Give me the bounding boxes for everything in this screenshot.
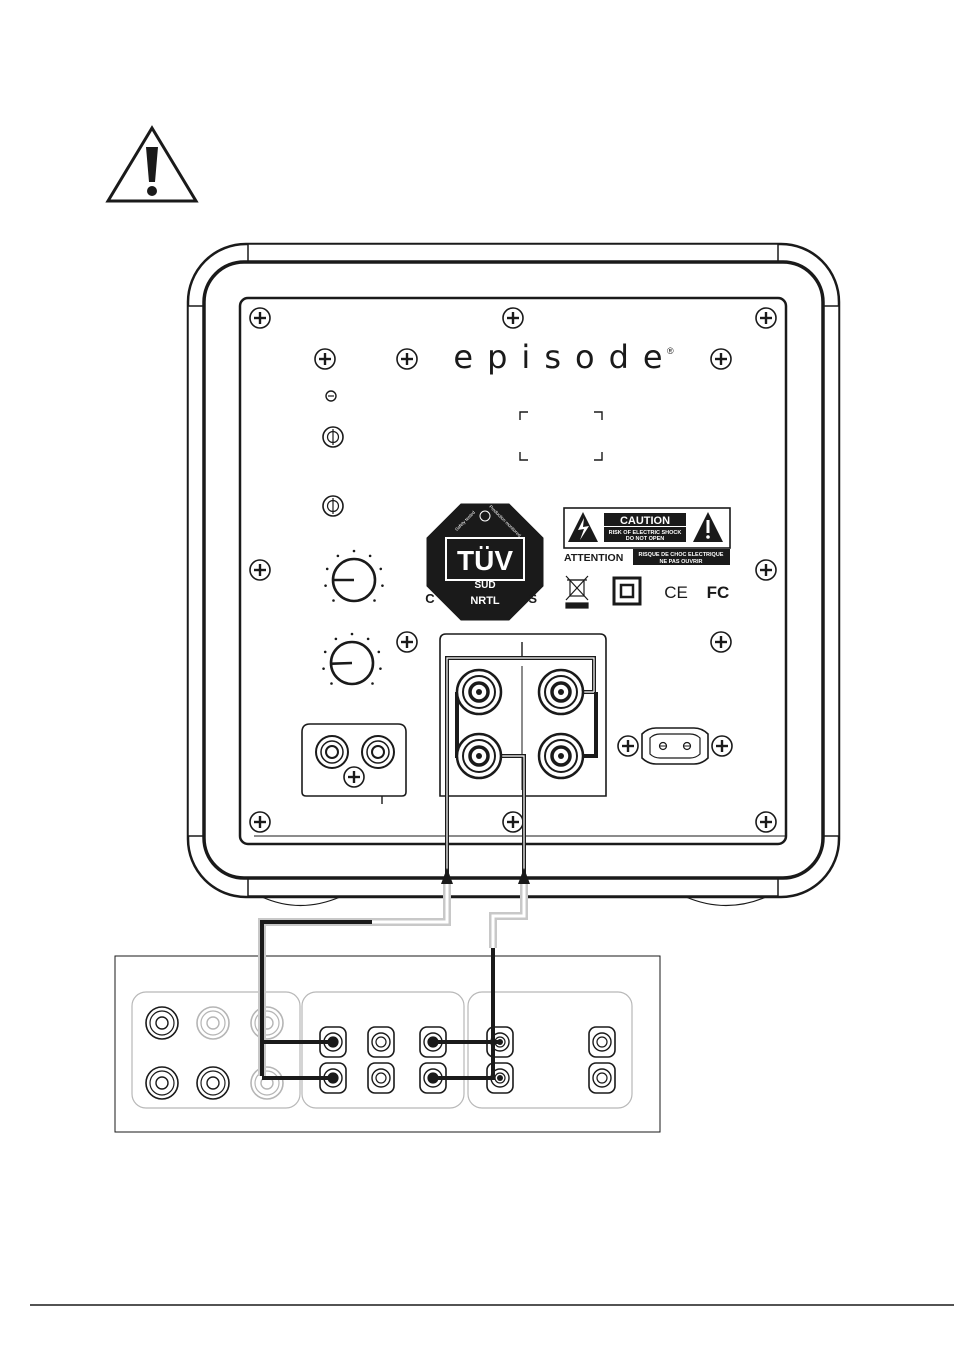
attention-fr-line1: RISQUE DE CHOC ELECTRIQUE: [639, 552, 724, 558]
screw-icon: [315, 349, 335, 369]
brand-logo: episode: [453, 338, 676, 376]
screw-icon: [712, 736, 732, 756]
knob-pointer: [332, 663, 352, 664]
attention-fr-line2: NE PAS OUVRIR: [660, 559, 703, 565]
knob-tick: [379, 667, 382, 670]
knob-tick: [371, 682, 374, 685]
rca-jack-icon: [362, 736, 394, 768]
attention-text: ATTENTION: [564, 552, 623, 564]
screw-icon: [618, 736, 638, 756]
rca-jack-icon: [197, 1067, 229, 1099]
knob-tick: [379, 568, 382, 571]
rca-jack-icon: [251, 1067, 283, 1099]
knob-tick: [326, 568, 329, 571]
knob-tick: [353, 550, 356, 553]
screw-icon: [711, 349, 731, 369]
speaker-terminal-icon: [589, 1063, 615, 1093]
knob-tick: [324, 651, 327, 654]
knob-tick: [322, 667, 325, 670]
rca-jack-icon: [316, 736, 348, 768]
ce-mark: CE: [664, 583, 688, 602]
rca-jack-icon: [146, 1067, 178, 1099]
binding-post-icon: [539, 734, 583, 778]
power-led-icon: [326, 391, 336, 401]
screw-icon: [250, 560, 270, 580]
knob-tick: [335, 638, 338, 641]
binding-post-icon: [457, 670, 501, 714]
binding-post-icon: [457, 734, 501, 778]
rca-jack-icon: [251, 1007, 283, 1039]
speaker-terminal-icon: [368, 1063, 394, 1093]
rca-jack-icon: [146, 1007, 178, 1039]
rca-jack-icon: [197, 1007, 229, 1039]
fc-mark: FC: [707, 583, 730, 602]
knob-tick: [337, 555, 340, 558]
c-mark: C: [425, 591, 435, 606]
toggle-switch-icon[interactable]: [323, 427, 343, 447]
line-input-panel: [302, 724, 406, 804]
nrtl-text: NRTL: [470, 595, 500, 607]
knob-tick: [369, 555, 372, 558]
screw-icon: [503, 812, 523, 832]
caution-line2: DO NOT OPEN: [626, 536, 665, 542]
screw-icon: [711, 632, 731, 652]
registered-mark: ®: [667, 346, 674, 356]
speaker-terminal-icon: [368, 1027, 394, 1057]
sud-text: SÜD: [474, 578, 495, 591]
knob-tick: [367, 638, 370, 641]
toggle-switch-icon[interactable]: [323, 496, 343, 516]
ac-inlet-icon: [642, 728, 708, 764]
receiver-panel: [115, 956, 660, 1132]
binding-post-icon: [539, 670, 583, 714]
knob-tick: [330, 682, 333, 685]
knob-tick: [324, 584, 327, 587]
tuv-text: TÜV: [457, 545, 513, 576]
caution-label: CAUTION RISK OF ELECTRIC SHOCK DO NOT OP…: [564, 508, 730, 565]
speaker-terminal-icon: [589, 1027, 615, 1057]
knob-tick: [351, 633, 354, 636]
knob-tick: [377, 651, 380, 654]
us-mark: US: [519, 591, 537, 606]
caution-title: CAUTION: [620, 515, 670, 527]
knob-tick: [381, 584, 384, 587]
screw-icon: [397, 632, 417, 652]
screw-icon: [503, 308, 523, 328]
screw-icon: [756, 308, 776, 328]
knob-tick: [332, 599, 335, 602]
screw-icon: [250, 308, 270, 328]
screw-icon: [756, 812, 776, 832]
warning-triangle-icon: [108, 128, 196, 201]
screw-icon: [250, 812, 270, 832]
knob-tick: [373, 599, 376, 602]
screw-icon: [397, 349, 417, 369]
tuv-certification-mark: TÜV SÜD NRTL Safety tested Production mo…: [425, 504, 543, 620]
screw-icon: [756, 560, 776, 580]
